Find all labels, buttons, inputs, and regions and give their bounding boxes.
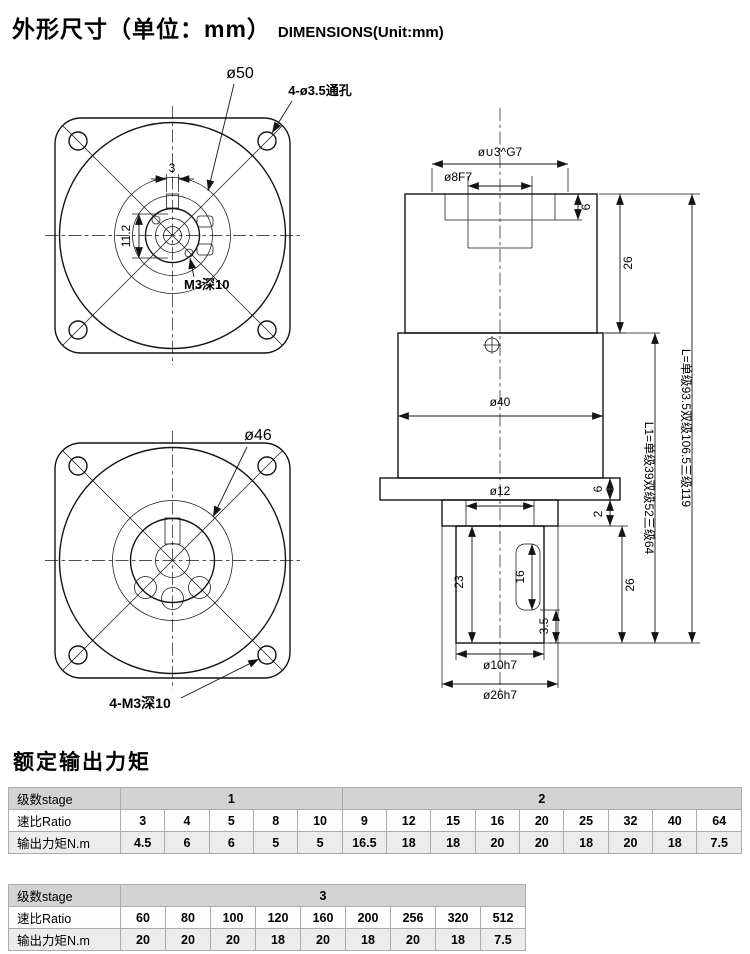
torque-cell: 6: [164, 831, 210, 854]
torque-cell: 4.5: [119, 831, 166, 854]
ratio-cell: 160: [300, 906, 346, 929]
ratio-cell: 3: [119, 809, 166, 832]
torque-cell: 20: [519, 831, 565, 854]
dim-key-width: 3: [169, 161, 176, 175]
stage-row-label: 级数stage: [8, 787, 121, 810]
page-title-en: DIMENSIONS(Unit:mm): [277, 24, 444, 41]
dim-thread-m3: M3深10: [184, 277, 230, 292]
dim-length-l: L=单级93.5双级106.5三级119: [679, 349, 693, 508]
technical-drawing: 3 11.2 ø50 4-ø3.5通孔 M3深10: [45, 65, 700, 711]
torque-cell: 5: [297, 831, 343, 854]
dim-11-2: 11.2: [119, 224, 133, 247]
dim-shaft-23: 23: [452, 575, 466, 589]
stage-group-1: 1: [120, 787, 343, 810]
page-header: 外形尺寸（单位：mm） DIMENSIONS(Unit:mm): [12, 10, 444, 44]
ratio-cell: 10: [297, 809, 343, 832]
ratio-row: 速比Ratio 3 4 5 8 10 9 12 15 16 20 25 32 4…: [8, 809, 742, 832]
front-view-top: 3 11.2 ø50 4-ø3.5通孔 M3深10: [45, 65, 352, 365]
torque-row-label: 输出力矩N.m: [8, 928, 121, 951]
torque-cell: 18: [255, 928, 301, 951]
torque-cell: 20: [390, 928, 436, 951]
page-title: 外形尺寸（单位：mm）: [12, 16, 271, 42]
ratio-cell: 512: [480, 906, 526, 929]
ratio-cell: 20: [519, 809, 565, 832]
ratio-cell: 32: [607, 809, 654, 832]
stage-group-3: 3: [120, 884, 526, 907]
ratio-cell: 80: [165, 906, 211, 929]
dim-body-dia-40: ø40: [490, 395, 511, 409]
torque-cell: 20: [120, 928, 166, 951]
ratio-cell: 256: [390, 906, 436, 929]
dim-shaft-dia: ø10h7: [483, 658, 517, 672]
torque-cell: 20: [474, 831, 521, 854]
ratio-cell: 64: [696, 809, 742, 832]
ratio-row-label: 速比Ratio: [8, 809, 121, 832]
dim-corner-threads: 4-M3深10: [109, 695, 171, 711]
torque-cell: 7.5: [480, 928, 526, 951]
dim-input-len-26: 26: [621, 256, 635, 270]
ratio-cell: 16: [474, 809, 521, 832]
torque-cell: 20: [300, 928, 346, 951]
torque-cell: 18: [345, 928, 391, 951]
ratio-cell: 25: [563, 809, 609, 832]
torque-cell: 6: [208, 831, 255, 854]
ratio-cell: 60: [120, 906, 166, 929]
ratio-cell: 15: [430, 809, 476, 832]
dim-dia-46: ø46: [244, 427, 272, 444]
ratio-cell: 200: [345, 906, 391, 929]
dim-input-bore-outer: ø∪3^G7: [478, 145, 523, 159]
torque-cell: 18: [563, 831, 609, 854]
ratio-cell: 12: [386, 809, 432, 832]
torque-cell: 5: [253, 831, 299, 854]
dim-length-l1: L1=单级39双级52三级64: [642, 422, 656, 555]
torque-cell: 18: [386, 831, 432, 854]
torque-row-label: 输出力矩N.m: [8, 831, 121, 854]
ratio-row-label: 速比Ratio: [8, 906, 121, 929]
ratio-cell: 4: [164, 809, 210, 832]
dim-flange-6: 6: [591, 485, 605, 492]
stage-group-2: 2: [341, 787, 743, 810]
torque-section-title: 额定输出力矩: [13, 751, 151, 774]
dim-pilot-12: ø12: [490, 484, 511, 498]
ratio-cell: 100: [210, 906, 256, 929]
ratio-cell: 40: [652, 809, 698, 832]
dim-shaft-26: 26: [623, 578, 637, 592]
stage-row: 级数stage 3: [8, 884, 526, 907]
torque-cell: 16.5: [341, 831, 388, 854]
torque-cell: 20: [210, 928, 256, 951]
torque-cell: 18: [435, 928, 481, 951]
ratio-cell: 5: [208, 809, 255, 832]
front-view-bottom: ø46 4-M3深10: [45, 427, 300, 711]
torque-cell: 18: [652, 831, 698, 854]
torque-row: 输出力矩N.m 4.5 6 6 5 5 16.5 18 18 20 20 18 …: [8, 831, 742, 854]
dim-through-holes: 4-ø3.5通孔: [288, 83, 352, 98]
torque-row: 输出力矩N.m 20 20 20 18 20 18 20 18 7.5: [8, 928, 526, 951]
ratio-cell: 320: [435, 906, 481, 929]
ratio-cell: 120: [255, 906, 301, 929]
torque-table-stage-1-2: 级数stage 1 2 速比Ratio 3 4 5 8 10 9 12 15 1…: [8, 787, 743, 854]
dim-boss-2: 2: [591, 510, 605, 517]
dim-dia-50: ø50: [226, 65, 254, 82]
dim-key-16: 16: [513, 570, 527, 584]
torque-table-stage-3: 级数stage 3 速比Ratio 60 80 100 120 160 200 …: [8, 884, 526, 951]
dim-input-bore: ø8F7: [444, 170, 472, 184]
dim-step-6: 6: [579, 203, 593, 210]
stage-row-label: 级数stage: [8, 884, 121, 907]
dim-spigot-dia: ø26h7: [483, 688, 517, 702]
torque-cell: 7.5: [696, 831, 742, 854]
stage-row: 级数stage 1 2: [8, 787, 743, 810]
ratio-cell: 9: [341, 809, 388, 832]
side-view: ø∪3^G7 ø8F7 6 26 ø40: [379, 108, 700, 702]
dim-key-offset: 3.5: [537, 617, 551, 634]
torque-cell: 20: [165, 928, 211, 951]
torque-cell: 18: [430, 831, 476, 854]
ratio-cell: 8: [253, 809, 299, 832]
torque-cell: 20: [607, 831, 654, 854]
ratio-row: 速比Ratio 60 80 100 120 160 200 256 320 51…: [8, 906, 526, 929]
